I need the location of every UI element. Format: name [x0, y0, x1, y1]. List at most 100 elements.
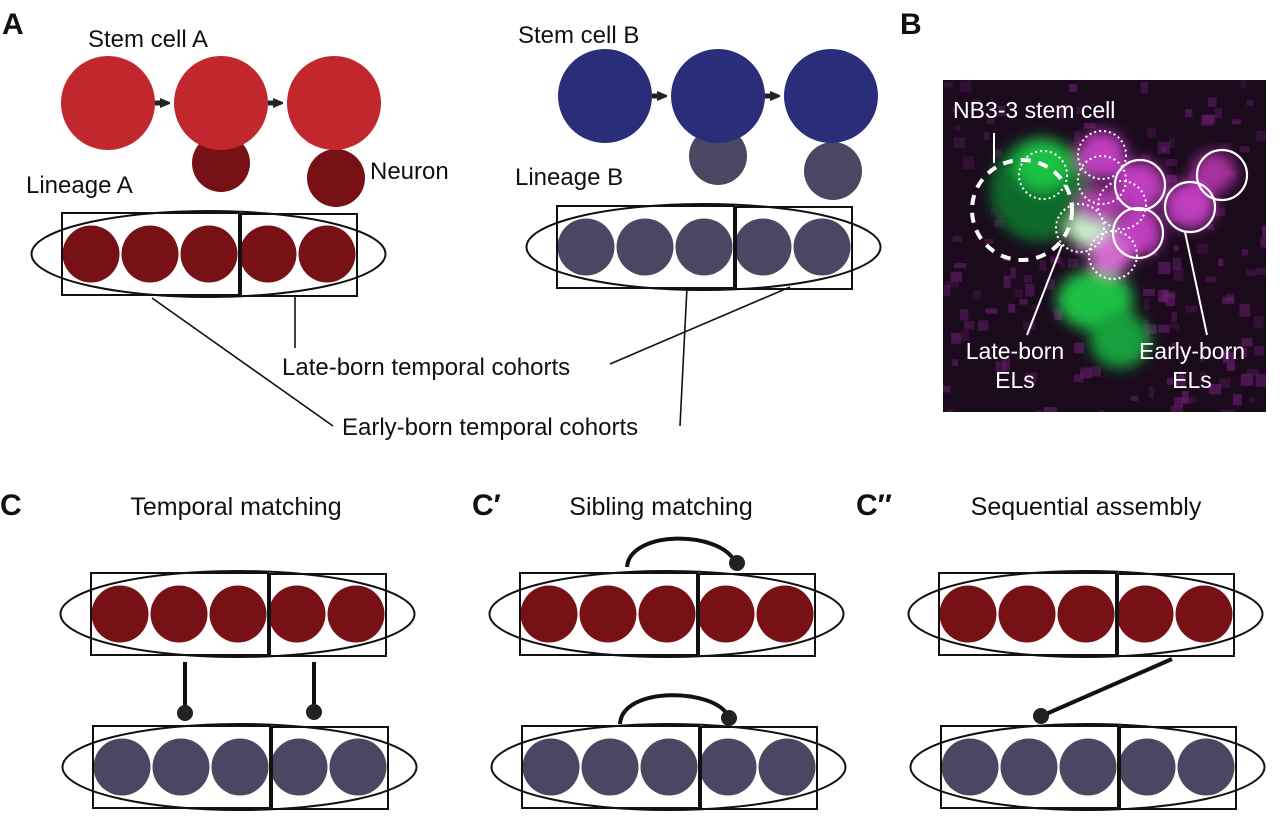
panel-letter-b: B — [900, 8, 922, 41]
lineage-ellipse — [61, 723, 418, 811]
late-born-leader-line — [1026, 244, 1063, 336]
background-speckle — [986, 118, 995, 125]
lineage-neuron — [270, 738, 328, 796]
lineage-ellipse — [59, 570, 416, 658]
green-blob — [1090, 312, 1150, 368]
synapse-icon — [1033, 708, 1049, 724]
late-born-cohorts-label: Late-born temporal cohorts — [282, 354, 570, 381]
background-speckle — [1052, 306, 1065, 313]
background-speckle — [1045, 279, 1055, 290]
background-speckle — [1246, 99, 1254, 106]
panel-title: Sibling matching — [569, 493, 752, 521]
lineage-ellipse — [525, 203, 882, 291]
background-speckle — [1144, 297, 1150, 311]
background-speckle — [943, 385, 951, 393]
background-speckle — [953, 137, 965, 149]
lineage-ellipse — [907, 570, 1264, 658]
synapse-icon — [306, 704, 322, 720]
late-cohort-box — [698, 573, 816, 657]
background-speckle — [1253, 345, 1265, 356]
background-speckle — [1067, 244, 1074, 250]
lineage-neuron — [640, 738, 698, 796]
background-speckle — [1253, 316, 1264, 328]
background-speckle — [1221, 296, 1235, 305]
background-speckle — [1169, 138, 1175, 149]
neuron-cell — [689, 127, 747, 185]
lineage-row — [907, 570, 1264, 658]
early-born-cell-outline — [1111, 206, 1165, 260]
background-speckle — [1161, 289, 1168, 303]
panel-title: Temporal matching — [130, 493, 341, 521]
lineage-ellipse — [488, 570, 845, 658]
late-cohort-box — [700, 726, 818, 810]
micrograph-content — [943, 80, 1266, 412]
background-speckle — [1241, 248, 1248, 256]
lineage-row — [61, 723, 418, 811]
lineage-neuron — [1059, 738, 1117, 796]
lineage-neuron — [756, 585, 814, 643]
lineage-neuron — [758, 738, 816, 796]
background-speckle — [1219, 378, 1231, 388]
background-speckle — [1191, 396, 1197, 404]
lineage-neuron — [1118, 738, 1176, 796]
late-born-cell-outline — [1088, 230, 1138, 280]
background-speckle — [1036, 410, 1043, 412]
background-speckle — [1175, 375, 1186, 386]
background-speckle — [1166, 378, 1174, 385]
background-speckle — [1214, 108, 1222, 119]
late-cohort-box — [269, 573, 387, 657]
background-speckle — [1207, 224, 1215, 230]
background-speckle — [1141, 154, 1151, 162]
background-speckle — [1165, 293, 1176, 307]
lineage-neuron — [298, 225, 356, 283]
lineage-neuron — [91, 585, 149, 643]
background-speckle — [1140, 81, 1149, 94]
synapse-icon — [177, 705, 193, 721]
lineage-neuron — [121, 225, 179, 283]
background-speckle — [1172, 257, 1182, 270]
background-speckle — [952, 107, 959, 113]
background-speckle — [1221, 409, 1234, 412]
neuron-cell — [192, 134, 250, 192]
background-speckle — [1039, 259, 1047, 271]
background-speckle — [1166, 174, 1177, 183]
lineage-a-neuron-row — [30, 210, 387, 298]
background-speckle — [1142, 319, 1150, 332]
background-speckle — [1212, 208, 1225, 217]
panel-letter: C — [0, 489, 22, 522]
background-speckle — [1208, 383, 1222, 395]
background-speckle — [1148, 247, 1158, 256]
stem-cell-label: NB3-3 stem cell — [953, 97, 1115, 123]
lineage-neuron — [522, 738, 580, 796]
background-speckle — [998, 105, 1006, 117]
lineage-row — [30, 210, 387, 298]
background-speckle — [1188, 171, 1194, 179]
background-speckle — [1233, 393, 1242, 406]
background-speckle — [1231, 119, 1241, 125]
lineage-neuron — [697, 585, 755, 643]
background-speckle — [1222, 350, 1230, 360]
background-speckle — [953, 263, 967, 269]
lineage-neuron — [675, 218, 733, 276]
stem-cell — [784, 49, 878, 143]
lineage-neuron — [62, 225, 120, 283]
background-speckle — [1246, 269, 1257, 277]
leader-line-early-a — [151, 297, 334, 427]
background-speckle — [1255, 267, 1266, 275]
background-speckle — [1025, 283, 1035, 297]
background-speckle — [985, 308, 998, 314]
background-speckle — [1240, 80, 1247, 89]
background-speckle — [1074, 130, 1081, 144]
background-speckle — [1240, 348, 1247, 358]
lineage-row — [488, 570, 845, 658]
panel-c-double-prime: C″Sequential assembly — [856, 489, 1266, 811]
stem-cell-outline — [970, 158, 1074, 262]
lineage-neuron — [180, 225, 238, 283]
stem-cell — [558, 49, 652, 143]
background-speckle — [1246, 368, 1260, 376]
lineage-neuron — [211, 738, 269, 796]
